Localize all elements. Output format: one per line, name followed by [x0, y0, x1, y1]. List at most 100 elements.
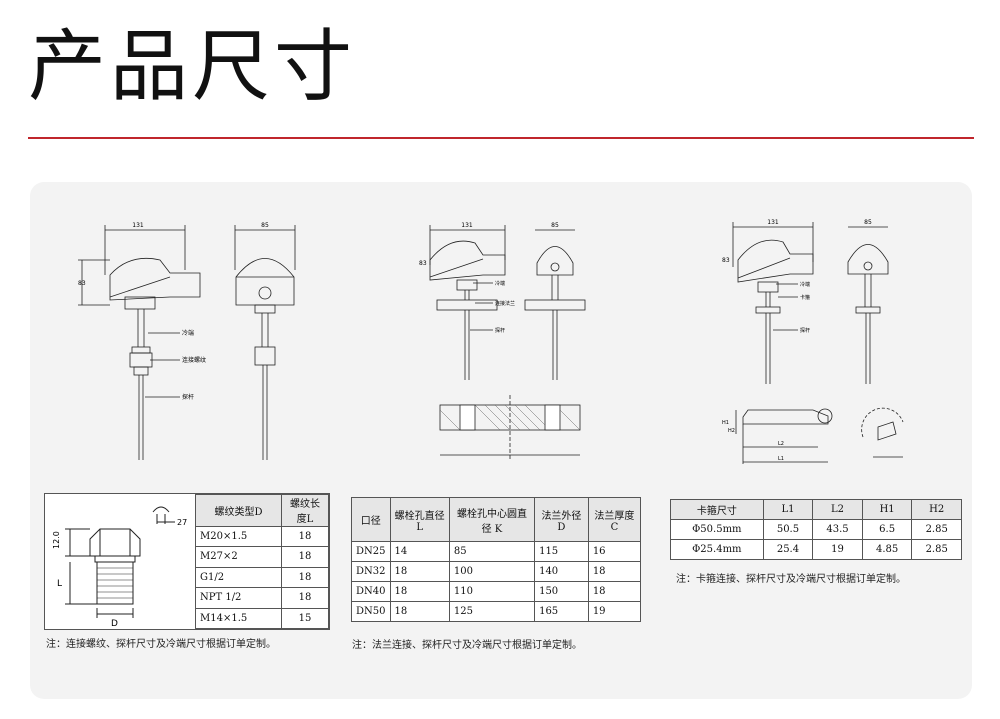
label-cold-end: 冷端: [800, 281, 810, 288]
flange-spec-table: 口径 螺栓孔直径 L 螺栓孔中心圆直径 K 法兰外径 D 法兰厚度 C DN25…: [351, 497, 642, 622]
table-cell: 18: [281, 587, 329, 609]
table-cell: M27×2: [195, 546, 282, 568]
table-cell: 18: [281, 566, 329, 589]
table-header-cell: H2: [911, 499, 962, 520]
table-cell: 85: [448, 541, 536, 562]
label-thread: 连接螺纹: [182, 356, 206, 364]
dim-side-label: 85: [551, 222, 559, 229]
label-l2: L2: [778, 441, 784, 447]
table-header-cell: 口径: [351, 497, 391, 542]
title-divider: [28, 137, 974, 139]
dim-side-label: 85: [261, 222, 269, 229]
table-cell: 43.5: [812, 519, 863, 540]
table-cell: 19: [812, 539, 863, 560]
table-cell: 140: [534, 561, 589, 582]
dim-width-label: 131: [767, 219, 779, 226]
table-cell: 16: [587, 541, 642, 562]
table-header-cell: 螺纹长度L: [281, 494, 329, 527]
table-header-cell: L1: [762, 499, 814, 520]
table-cell: DN32: [351, 561, 391, 582]
label-l1: L1: [778, 456, 784, 462]
table-cell: DN25: [351, 541, 391, 562]
table-cell: 2.85: [911, 539, 962, 560]
dim-width-label: 131: [461, 222, 473, 229]
flange-sensor-drawing: 131 83 85 冷端 连接法兰 探杆: [419, 222, 586, 460]
table-header-cell: 螺栓孔直径 L: [389, 497, 450, 542]
table-header-cell: L2: [812, 499, 863, 520]
dim-27-label: 27: [177, 518, 187, 527]
table-cell: 6.5: [861, 519, 913, 540]
label-cold-end: 冷端: [182, 329, 194, 337]
table-cell: 19: [587, 601, 642, 622]
label-h1: H1: [722, 420, 729, 426]
page-title: 产品尺寸: [28, 22, 357, 112]
table-cell: 115: [534, 541, 589, 562]
table-cell: 18: [587, 581, 642, 602]
label-clamp: 卡箍: [800, 294, 810, 301]
table-cell: M20×1.5: [195, 525, 282, 548]
dim-height-label: 83: [722, 257, 730, 264]
table-cell: 25.4: [762, 539, 814, 560]
table-header-cell: 卡箍尺寸: [670, 499, 764, 520]
dim-l-label: L: [57, 579, 62, 589]
table-cell: 18: [281, 546, 329, 568]
table-cell: NPT 1/2: [195, 587, 282, 609]
table-cell: 100: [448, 561, 536, 582]
dim-d-label: D: [111, 619, 118, 628]
table-header-cell: H1: [861, 499, 913, 520]
label-flange: 连接法兰: [495, 300, 515, 307]
table-cell: 4.85: [861, 539, 913, 560]
dim-height-label: 83: [78, 280, 86, 287]
thread-note: 注：连接螺纹、探杆尺寸及冷端尺寸根据订单定制。: [46, 639, 276, 650]
table-cell: G1/2: [195, 566, 282, 589]
table-cell: 14: [389, 541, 450, 562]
clamp-note: 注：卡箍连接、探杆尺寸及冷端尺寸根据订单定制。: [676, 574, 906, 585]
table-header-row: 螺纹类型D 螺纹长度L: [195, 494, 329, 527]
table-cell: 15: [281, 607, 329, 630]
threaded-sensor-drawing: 131 83 85 冷端 连接螺纹 探杆: [78, 222, 296, 460]
table-cell: 18: [281, 525, 329, 548]
dim-12-label: 12.0: [52, 531, 61, 549]
table-cell: 18: [389, 581, 450, 602]
table-cell: 110: [448, 581, 536, 602]
table-header-cell: 螺纹类型D: [195, 494, 282, 527]
label-probe: 探杆: [495, 327, 505, 334]
table-header-cell: 螺栓孔中心圆直径 K: [448, 497, 536, 542]
table-cell: 165: [534, 601, 589, 622]
thread-fitting-drawing: 27 12.0 L D: [52, 506, 187, 628]
label-probe: 探杆: [182, 393, 194, 401]
table-header-cell: 法兰外径 D: [534, 497, 589, 542]
table-cell: 125: [448, 601, 536, 622]
table-cell: DN50: [351, 601, 391, 622]
table-cell: Φ25.4mm: [670, 539, 764, 560]
label-probe: 探杆: [800, 327, 810, 334]
table-cell: 150: [534, 581, 589, 602]
clamp-sensor-drawing: 131 83 85 冷端 卡箍 探杆 L2 L1 H1 H2: [722, 219, 904, 464]
label-h2: H2: [728, 428, 735, 434]
table-cell: 18: [587, 561, 642, 582]
table-cell: 18: [389, 561, 450, 582]
table-cell: 50.5: [762, 519, 814, 540]
dim-side-label: 85: [864, 219, 872, 226]
table-cell: DN40: [351, 581, 391, 602]
table-cell: 2.85: [911, 519, 962, 540]
table-cell: 18: [389, 601, 450, 622]
table-cell: Φ50.5mm: [670, 519, 764, 540]
flange-note: 注：法兰连接、探杆尺寸及冷端尺寸根据订单定制。: [352, 640, 582, 651]
table-header-cell: 法兰厚度 C: [587, 497, 642, 542]
table-cell: M14×1.5: [195, 607, 282, 630]
dim-width-label: 131: [132, 222, 144, 229]
